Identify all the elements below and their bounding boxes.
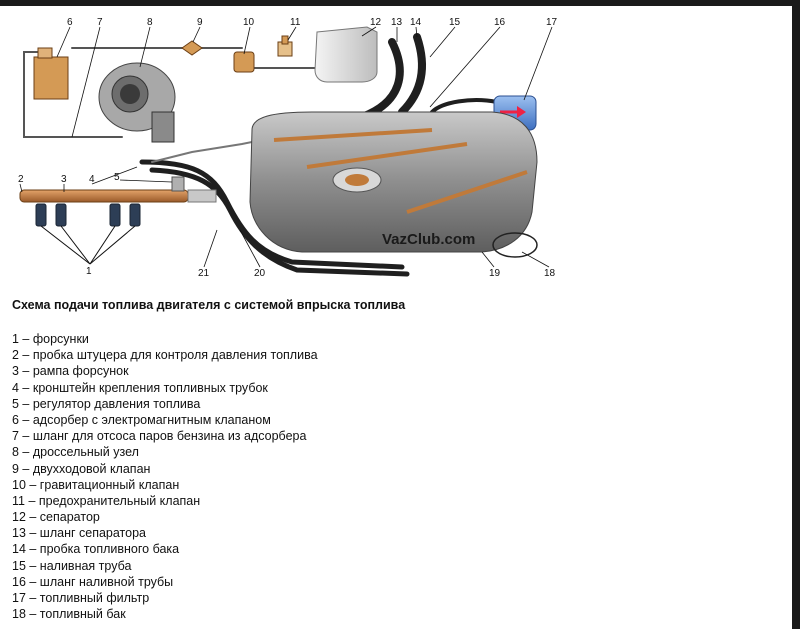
callout-4: 4 bbox=[89, 174, 95, 185]
callout-21: 21 bbox=[198, 268, 210, 279]
callout-12: 12 bbox=[370, 17, 382, 28]
callout-18: 18 bbox=[544, 268, 556, 279]
adsorber-canister bbox=[33, 56, 69, 100]
callout-13: 13 bbox=[391, 17, 403, 28]
callout-1: 1 bbox=[86, 266, 92, 277]
callout-2: 2 bbox=[18, 174, 24, 185]
callout-19: 19 bbox=[489, 268, 501, 279]
legend-item: 1 – форсунки bbox=[12, 332, 89, 346]
right-edge bbox=[792, 0, 800, 629]
legend-list: 1 – форсунки 2 – пробка штуцера для конт… bbox=[12, 331, 318, 622]
callout-20: 20 bbox=[254, 268, 266, 279]
callout-16: 16 bbox=[494, 17, 506, 28]
safety-valve bbox=[277, 35, 293, 57]
callout-15: 15 bbox=[449, 17, 461, 28]
watermark-logo bbox=[492, 232, 538, 258]
callout-14: 14 bbox=[410, 17, 422, 28]
callout-9: 9 bbox=[197, 17, 203, 28]
legend-item: 13 – шланг сепаратора bbox=[12, 526, 147, 541]
legend-item: 14 – пробка топливного бака bbox=[12, 542, 180, 557]
top-edge bbox=[0, 0, 800, 6]
watermark-text: VazClub.com bbox=[382, 231, 475, 248]
page-title: Схема подачи топлива двигателя с системо… bbox=[12, 298, 406, 312]
throttle-body bbox=[98, 62, 176, 143]
legend-item: 18 – топливный бак bbox=[12, 607, 126, 622]
callout-11: 11 bbox=[290, 17, 301, 28]
legend-item: 3 – рампа форсунок bbox=[12, 364, 129, 379]
legend-item: 17 – топливный фильтр bbox=[12, 591, 150, 605]
legend-item: 2 – пробка штуцера для контроля давления… bbox=[12, 348, 318, 363]
callout-5: 5 bbox=[114, 172, 120, 183]
injector-leader-lines bbox=[40, 225, 136, 265]
legend-item: 15 – наливная труба bbox=[12, 558, 132, 573]
gravity-valve bbox=[233, 51, 255, 73]
callout-8: 8 bbox=[147, 17, 153, 28]
callout-10: 10 bbox=[243, 17, 255, 28]
legend-item: 10 – гравитационный клапан bbox=[12, 477, 180, 492]
legend-item: 5 – регулятор давления топлива bbox=[12, 396, 201, 411]
callout-3: 3 bbox=[61, 174, 67, 185]
legend-item: 11 – предохранительный клапан bbox=[12, 493, 201, 508]
legend-item: 6 – адсорбер с электромагнитным клапаном bbox=[12, 412, 271, 427]
legend-item: 12 – сепаратор bbox=[12, 510, 100, 525]
legend-item: 16 – шланг наливной трубы bbox=[12, 574, 174, 589]
legend-item: 7 – шланг для отсоса паров бензина из ад… bbox=[12, 429, 307, 444]
two-way-valve bbox=[181, 40, 203, 56]
callout-6: 6 bbox=[67, 17, 73, 28]
fuel-tank bbox=[249, 111, 538, 253]
legend-item: 4 – кронштейн крепления топливных трубок bbox=[12, 380, 268, 395]
fuel-rail bbox=[19, 176, 217, 203]
callout-7: 7 bbox=[97, 17, 103, 28]
legend-item: 8 – дроссельный узел bbox=[12, 445, 139, 460]
fuel-system-diagram: VazClub.com 1 2 bbox=[12, 12, 562, 282]
callout-17: 17 bbox=[546, 17, 558, 28]
separator bbox=[314, 26, 378, 83]
callout-leaders bbox=[19, 26, 553, 268]
injectors bbox=[35, 203, 141, 227]
legend-item: 9 – двухходовой клапан bbox=[12, 461, 151, 476]
